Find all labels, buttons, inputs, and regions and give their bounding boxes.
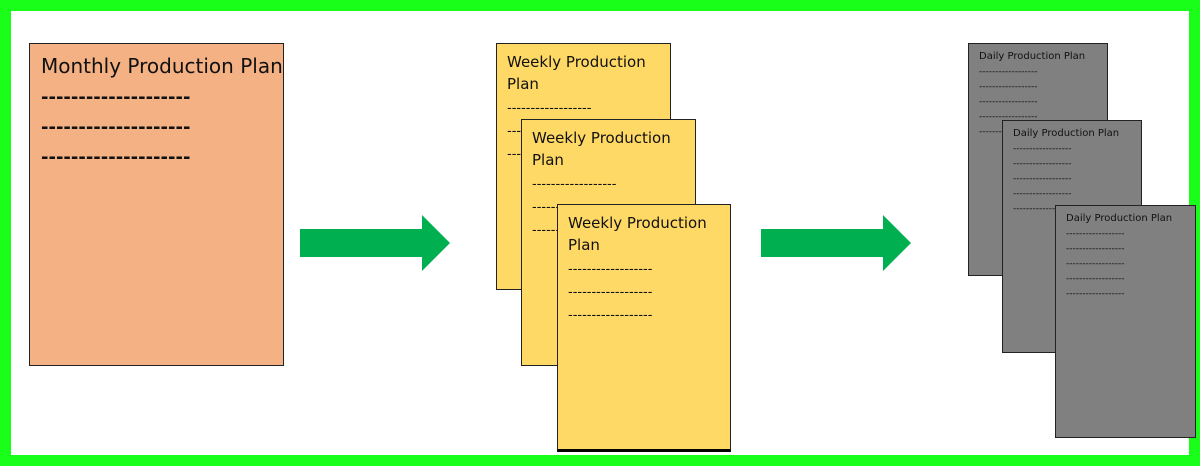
monthly-plan-title: Monthly Production Plan xyxy=(41,54,283,78)
weekly-plan-card: Weekly Production Plan -----------------… xyxy=(557,204,731,452)
daily-plan-title: Daily Production Plan xyxy=(1013,128,1120,139)
weekly-plan-line: ------------------ xyxy=(507,101,592,116)
daily-plan-line: ------------------ xyxy=(1066,229,1125,239)
weekly-plan-line: ------------------ xyxy=(568,285,653,300)
monthly-plan-line: -------------------- xyxy=(41,87,191,108)
weekly-plan-title: Weekly Production Plan xyxy=(532,129,671,169)
daily-plan-line: ------------------ xyxy=(1013,174,1072,184)
monthly-plan-line: -------------------- xyxy=(41,117,191,138)
daily-plan-title: Daily Production Plan xyxy=(979,51,1086,62)
daily-plan-title: Daily Production Plan xyxy=(1066,213,1173,224)
weekly-plan-line: ------------------ xyxy=(532,177,617,192)
daily-plan-line: ------------------ xyxy=(1066,274,1125,284)
daily-plan-lines: ------------------ ------------------ --… xyxy=(1066,227,1187,302)
daily-plan-line: ------------------ xyxy=(979,82,1038,92)
weekly-plan-line: ------------------ xyxy=(568,308,653,323)
weekly-plan-title: Weekly Production Plan xyxy=(507,53,646,93)
daily-plan-line: ------------------ xyxy=(979,67,1038,77)
daily-plan-line: ------------------ xyxy=(1013,144,1072,154)
right-arrow-icon xyxy=(300,215,450,271)
daily-plan-line: ------------------ xyxy=(1066,259,1125,269)
daily-plan-line: ------------------ xyxy=(1013,204,1072,214)
daily-plan-line: ------------------ xyxy=(979,97,1038,107)
right-arrow-icon xyxy=(761,215,911,271)
daily-plan-line: ------------------ xyxy=(1066,244,1125,254)
weekly-plan-line: ------------------ xyxy=(568,262,653,277)
daily-plan-card: Daily Production Plan ------------------… xyxy=(1055,205,1196,438)
weekly-plan-lines: ------------------ ------------------ --… xyxy=(568,258,720,327)
monthly-plan-lines: -------------------- -------------------… xyxy=(41,83,283,173)
monthly-plan-line: -------------------- xyxy=(41,147,191,168)
monthly-plan-card: Monthly Production Plan ----------------… xyxy=(29,43,284,366)
daily-plan-line: ------------------ xyxy=(1066,289,1125,299)
weekly-plan-title: Weekly Production Plan xyxy=(568,214,707,254)
daily-plan-line: ------------------ xyxy=(1013,189,1072,199)
daily-plan-line: ------------------ xyxy=(979,112,1038,122)
daily-plan-line: ------------------ xyxy=(1013,159,1072,169)
daily-plan-lines: ------------------ ------------------ --… xyxy=(1013,142,1133,217)
